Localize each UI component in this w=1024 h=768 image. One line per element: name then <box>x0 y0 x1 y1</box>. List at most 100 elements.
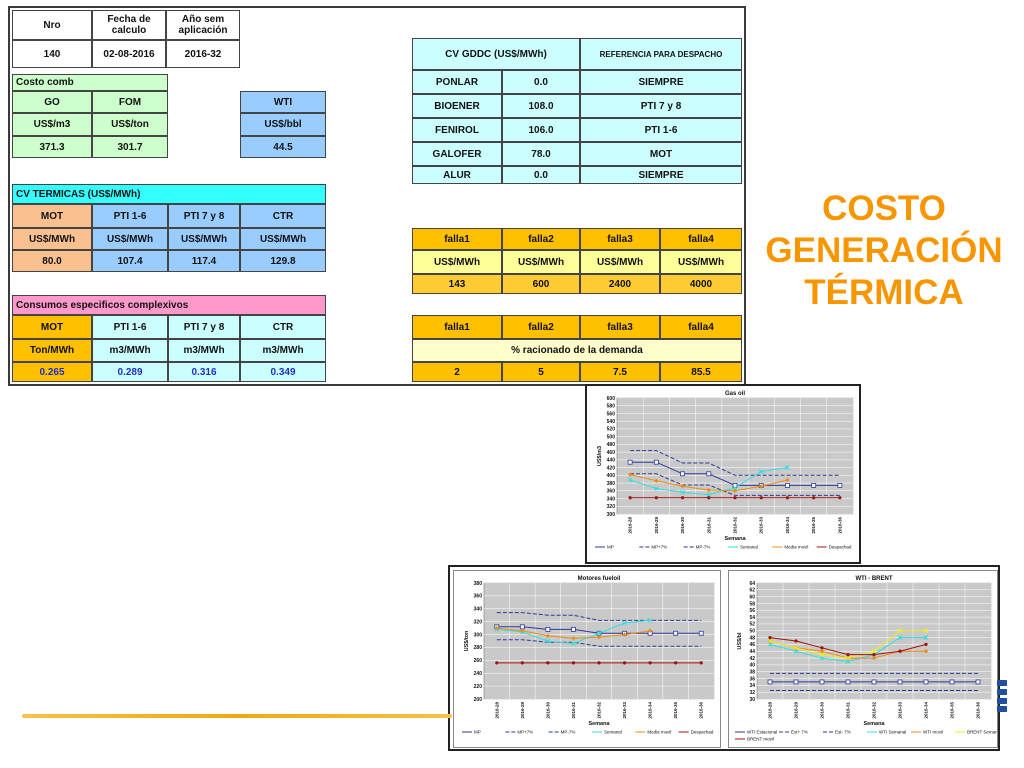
y-tick-label: 36 <box>749 676 755 682</box>
y-tick-label: 62 <box>749 588 755 594</box>
legend-label: Est+ 7% <box>791 730 808 735</box>
costo-wti-value[interactable]: 44.5 <box>240 136 326 158</box>
costo-go-value[interactable]: 371.3 <box>12 136 92 158</box>
costo-fom-value[interactable]: 301.7 <box>92 136 168 158</box>
company-logo-icon <box>997 680 1007 712</box>
x-tick-label: 2016-34 <box>924 702 929 719</box>
legend-label: MP-7% <box>696 545 711 550</box>
y-tick-label: 240 <box>474 671 483 677</box>
gasoil-chart: Gas oil300320340360380400420440460480500… <box>595 391 854 550</box>
cv-termicas-pti16-name: PTI 1-6 <box>92 204 168 228</box>
y-tick-label: 34 <box>749 683 755 689</box>
x-tick-label: 2016-31 <box>571 702 576 719</box>
legend-label: Est- 7% <box>835 730 851 735</box>
y-tick-label: 600 <box>607 396 616 402</box>
consumos-pti78-value[interactable]: 0.316 <box>168 362 240 382</box>
falla-cost-value[interactable]: 143 <box>412 274 502 294</box>
falla-pct-value[interactable]: 5 <box>502 362 580 382</box>
falla-pct-value[interactable]: 2 <box>412 362 502 382</box>
x-tick-label: 2016-34 <box>648 702 653 719</box>
header-anio-value[interactable]: 2016-32 <box>166 40 240 68</box>
cv-gddc-ref[interactable]: MOT <box>580 142 742 166</box>
data-point <box>820 646 824 650</box>
falla-pct-value[interactable]: 85.5 <box>660 362 742 382</box>
consumos-mot-name: MOT <box>12 315 92 339</box>
data-point <box>628 496 632 500</box>
data-point <box>622 661 627 665</box>
cv-termicas-ctr-value[interactable]: 129.8 <box>240 250 326 272</box>
falla-cost-value[interactable]: 600 <box>502 274 580 294</box>
y-tick-label: 360 <box>474 594 483 600</box>
data-point <box>680 489 685 495</box>
falla-cost-name: falla1 <box>412 228 502 250</box>
data-point <box>597 661 601 665</box>
cv-gddc-ref[interactable]: SIEMPRE <box>580 70 742 94</box>
consumos-title: Consumos especificos complexivos <box>12 295 326 315</box>
header-fecha-label: Fecha de calculo <box>92 10 166 40</box>
x-tick-label: 2016-30 <box>545 702 550 719</box>
falla-cost-value[interactable]: 4000 <box>660 274 742 294</box>
cv-gddc-name: PONLAR <box>412 70 502 94</box>
y-tick-label: 580 <box>607 404 616 410</box>
cv-termicas-ctr-name: CTR <box>240 204 326 228</box>
falla-pct-name: falla1 <box>412 315 502 339</box>
header-nro-value[interactable]: 140 <box>12 40 92 68</box>
cv-gddc-ref[interactable]: PTI 1-6 <box>580 118 742 142</box>
cv-gddc-value[interactable]: 0.0 <box>502 166 580 184</box>
cv-termicas-pti78-value[interactable]: 117.4 <box>168 250 240 272</box>
y-tick-label: 280 <box>474 645 483 651</box>
data-point <box>596 634 602 640</box>
cv-gddc-value[interactable]: 0.0 <box>502 70 580 94</box>
consumos-pti16-value[interactable]: 0.289 <box>92 362 168 382</box>
legend-label: MP+7% <box>517 730 533 735</box>
header-fecha-value[interactable]: 02-08-2016 <box>92 40 166 68</box>
x-tick-label: 2016-35 <box>950 702 955 719</box>
falla-cost-unit: US$/MWh <box>580 250 660 274</box>
series-line <box>630 450 840 476</box>
costo-comb-title: Costo comb <box>12 74 168 91</box>
cv-termicas-pti16-value[interactable]: 107.4 <box>92 250 168 272</box>
y-tick-label: 300 <box>607 512 616 518</box>
cv-gddc-value[interactable]: 78.0 <box>502 142 580 166</box>
cv-gddc-ref[interactable]: SIEMPRE <box>580 166 742 184</box>
falla-pct-value[interactable]: 7.5 <box>580 362 660 382</box>
data-point <box>680 471 685 477</box>
cv-gddc-ref[interactable]: PTI 7 y 8 <box>580 94 742 118</box>
falla-cost-name: falla4 <box>660 228 742 250</box>
x-tick-label: 2016-32 <box>733 517 738 534</box>
data-point <box>706 471 712 477</box>
cv-gddc-value[interactable]: 106.0 <box>502 118 580 142</box>
data-point <box>785 496 790 500</box>
slide-title-line: COSTO <box>822 189 946 228</box>
falla-cost-unit: US$/MWh <box>412 250 502 274</box>
consumos-mot-value[interactable]: 0.265 <box>12 362 92 382</box>
data-point <box>838 496 842 500</box>
consumos-pti78-name: PTI 7 y 8 <box>168 315 240 339</box>
y-tick-label: 460 <box>607 450 616 456</box>
data-point <box>793 645 799 651</box>
y-tick-label: 360 <box>607 489 616 495</box>
consumos-ctr-value[interactable]: 0.349 <box>240 362 326 382</box>
consumos-pti16-name: PTI 1-6 <box>92 315 168 339</box>
x-tick-label: 2016-32 <box>597 702 602 719</box>
legend-label: Despachad <box>691 730 714 735</box>
cv-gddc-value[interactable]: 108.0 <box>502 94 580 118</box>
legend-label: WTI movil <box>923 730 943 735</box>
y-tick-label: 420 <box>607 465 616 471</box>
y-tick-label: 520 <box>607 427 616 433</box>
y-tick-label: 200 <box>474 697 483 703</box>
data-point <box>811 482 817 488</box>
series-line <box>496 639 702 647</box>
falla-cost-name: falla2 <box>502 228 580 250</box>
data-point <box>654 496 658 500</box>
y-tick-label: 54 <box>749 615 755 621</box>
x-tick-label: 2016-29 <box>520 702 525 719</box>
falla-cost-value[interactable]: 2400 <box>580 274 660 294</box>
data-point <box>674 661 678 665</box>
plot-area <box>483 582 715 700</box>
data-point <box>571 636 576 641</box>
falla-cost-unit: US$/MWh <box>502 250 580 274</box>
cv-termicas-mot-value[interactable]: 80.0 <box>12 250 92 272</box>
